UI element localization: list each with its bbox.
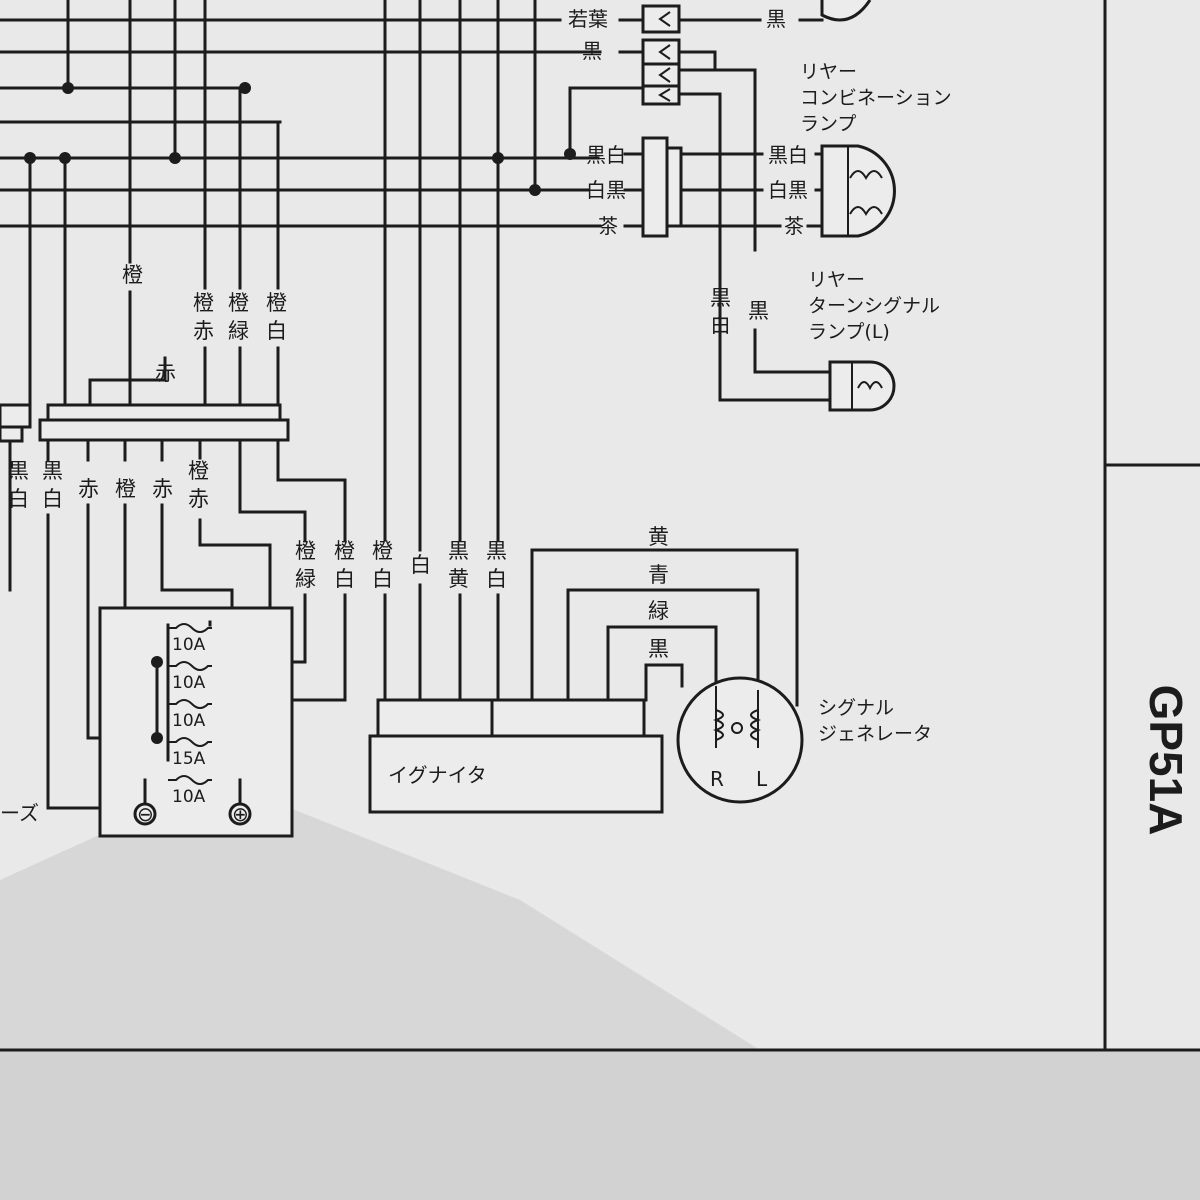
wire-label-ig-dai-shiro-a: 橙 <box>334 539 355 563</box>
top-connector <box>568 0 872 402</box>
fuse-rating: 10A <box>172 635 206 655</box>
wire-label-kuro-right: 黒 <box>766 7 786 31</box>
wire-label-kuro-shiro-1a: 黒 <box>8 459 29 483</box>
wire-label-ig-dai-midori-b: 緑 <box>295 567 316 591</box>
wire-label-cha: 茶 <box>598 214 618 238</box>
rear-combination-connector <box>623 136 824 238</box>
wire-label-ig-shiro: 白 <box>410 553 431 577</box>
wire-label-aka-2: 赤 <box>152 477 173 501</box>
signal-generator <box>676 676 804 804</box>
wire-label-shiro-kuro-right: 白黒 <box>768 178 808 202</box>
wire-label-dai-midori-b: 緑 <box>228 319 249 343</box>
rear-turn-signal-label-2: ターンシグナル <box>808 295 940 317</box>
wire-label-dai-lower: 橙 <box>115 477 136 501</box>
wire-label-shiro-kuro: 白黒 <box>586 178 626 202</box>
fuse-rating: 10A <box>172 673 206 693</box>
wire-label-kuro: 黒 <box>582 39 602 63</box>
wire-label-dai-aka-lower-b: 赤 <box>188 487 209 511</box>
signal-generator-label-2: ジェネレータ <box>818 723 932 745</box>
fuse-element <box>168 775 212 785</box>
wire-label-dai-shiro-a: 橙 <box>266 291 287 315</box>
wire-label-dai-midori-a: 橙 <box>228 291 249 315</box>
wire-label-turn-kuro: 黒 <box>748 299 769 323</box>
wire-label-kuro-shiro-right: 黒白 <box>768 143 808 167</box>
vertical-harness-wires <box>28 0 537 552</box>
wire-label-aka-1: 赤 <box>78 477 99 501</box>
igniter-input-wires <box>383 583 500 702</box>
fuse-element <box>168 737 212 747</box>
rear-turn-signal-lamp <box>753 328 896 412</box>
fuse-element <box>168 699 212 709</box>
wire-label-ig-kuro-ki-b: 黄 <box>448 567 469 591</box>
rear-combination-lamp-label-3: ランプ <box>800 113 856 135</box>
rear-combination-lamp-label-2: コンビネーション <box>800 87 952 109</box>
wire-label-ig-dai-shiro2-a: 橙 <box>372 539 393 563</box>
fuse-box: 10A 10A 10A 15A 10A <box>98 606 294 838</box>
shadow-region <box>0 780 760 1050</box>
wire-label-wakaba: 若葉 <box>568 7 608 31</box>
wire-label-ig-kuro-shiro-a: 黒 <box>486 539 507 563</box>
signal-generator-label-1: シグナル <box>818 697 894 719</box>
igniter <box>368 698 664 814</box>
signal-generator-wires <box>530 548 799 707</box>
wire-label-dai-aka-lower-a: 橙 <box>188 459 209 483</box>
wire-label-ig-kuro-shiro-b: 白 <box>486 567 507 591</box>
lower-page-area <box>0 1050 1200 1200</box>
igniter-label: イグナイタ <box>388 763 487 787</box>
wire-label-kuro-shiro-1b: 白 <box>8 487 29 511</box>
wire-label-ig-kuro-ki-a: 黒 <box>448 539 469 563</box>
fuse-label-partial: ーズ <box>0 801 39 825</box>
junction-dots <box>24 82 576 196</box>
wire-label-ig-dai-shiro2-b: 白 <box>372 567 393 591</box>
signal-generator-terminal-r: R <box>710 767 724 791</box>
rear-combination-lamp <box>820 144 896 238</box>
fuse-element <box>168 661 212 671</box>
wire-label-aka: 赤 <box>155 361 176 385</box>
wire-label-turn-kuro-a: 黒 <box>710 286 731 310</box>
wire-label-dai-shiro-b: 白 <box>266 319 287 343</box>
fuse-element <box>168 623 212 633</box>
fuse-rating: 10A <box>172 711 206 731</box>
wire-label-dai: 橙 <box>122 263 143 287</box>
wire-label-dai-aka-b: 赤 <box>193 319 214 343</box>
rear-turn-signal-label-1: リヤー <box>808 269 865 291</box>
model-code: GP51A <box>1140 685 1192 836</box>
rear-turn-signal-label-3: ランプ(L) <box>808 321 890 343</box>
wire-label-kuro-shiro-2a: 黒 <box>42 459 63 483</box>
main-harness-connector <box>0 403 290 443</box>
wire-label-cha-right: 茶 <box>784 214 804 238</box>
wire-label-dai-aka-a: 橙 <box>193 291 214 315</box>
wire-label-ig-dai-shiro-b: 白 <box>334 567 355 591</box>
signal-generator-terminal-l: L <box>756 767 768 791</box>
wire-label-ig-dai-midori-a: 橙 <box>295 539 316 563</box>
wire-label-sg-ao: 青 <box>648 563 669 587</box>
fuse-rating: 10A <box>172 787 206 807</box>
wire-label-turn-shiro-b: 白 <box>710 313 731 337</box>
fuse-terminal-negative: ⊖ <box>137 802 154 826</box>
wire-label-sg-kuro: 黒 <box>648 637 669 661</box>
rear-combination-lamp-label-1: リヤー <box>800 61 857 83</box>
fuse-terminal-positive: ⊕ <box>232 802 249 826</box>
fuse-rating: 15A <box>172 749 206 769</box>
wire-label-sg-ki: 黄 <box>648 525 669 549</box>
wire-label-sg-midori: 緑 <box>648 599 669 623</box>
wire-label-kuro-shiro: 黒白 <box>586 143 626 167</box>
wire-label-kuro-shiro-2b: 白 <box>42 487 63 511</box>
